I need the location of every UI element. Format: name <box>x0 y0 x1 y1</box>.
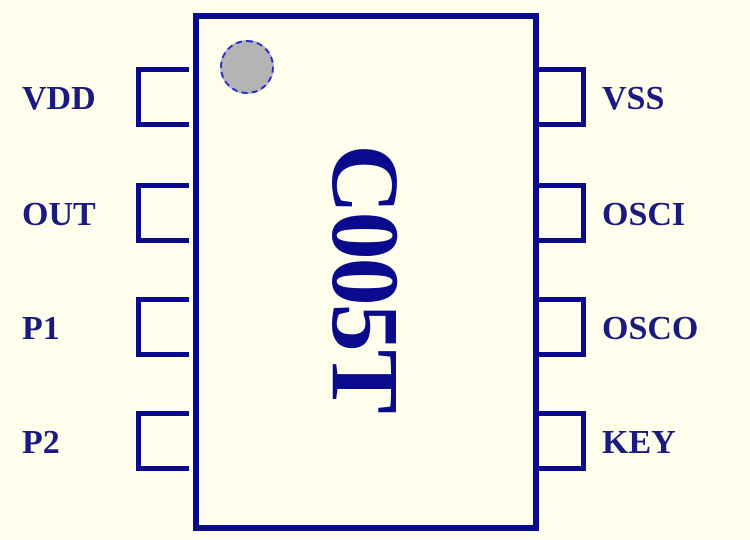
pin-label-vdd: VDD <box>22 80 96 117</box>
chip-package-body <box>193 13 539 531</box>
pin-vss <box>533 67 586 127</box>
pin-osci <box>533 183 586 243</box>
pin1-marker-dot <box>220 40 274 94</box>
pin-p2 <box>136 411 189 471</box>
pin-vdd <box>136 67 189 127</box>
pin-label-p2: P2 <box>22 424 60 461</box>
pin-label-osci: OSCI <box>602 196 686 233</box>
pin-label-key: KEY <box>602 424 676 461</box>
pin-label-out: OUT <box>22 196 96 233</box>
pin-label-osco: OSCO <box>602 310 699 347</box>
pin-label-p1: P1 <box>22 310 60 347</box>
chip-part-number: C005T <box>312 144 419 412</box>
pin-osco <box>533 297 586 357</box>
pin-label-vss: VSS <box>602 80 665 117</box>
pin-p1 <box>136 297 189 357</box>
pin-key <box>533 411 586 471</box>
pin-out <box>136 183 189 243</box>
